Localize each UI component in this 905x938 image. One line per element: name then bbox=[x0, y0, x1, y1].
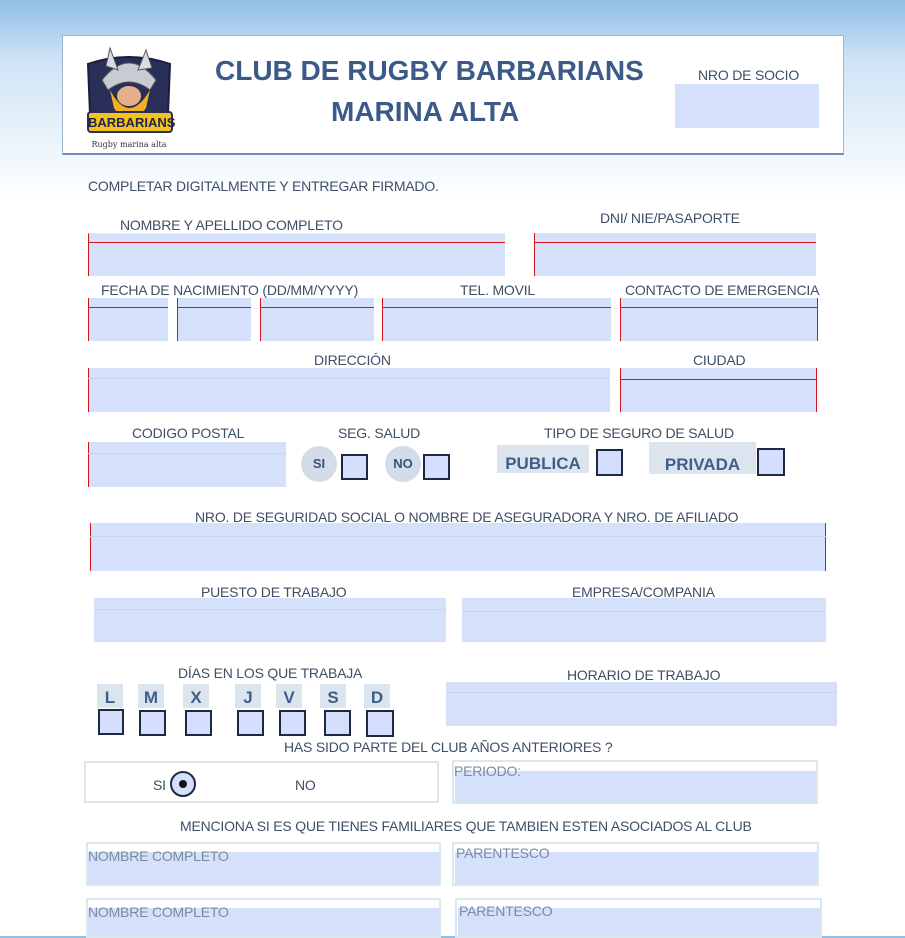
seg-salud-label: SEG. SALUD bbox=[338, 425, 421, 441]
empresa-label: EMPRESA/COMPANIA bbox=[572, 584, 715, 600]
contacto-label: CONTACTO DE EMERGENCIA bbox=[625, 282, 820, 298]
day-checkbox-v[interactable] bbox=[279, 710, 306, 736]
page-title-line1: CLUB DE RUGBY BARBARIANS bbox=[215, 55, 644, 86]
club-anterior-label: HAS SIDO PARTE DEL CLUB AÑOS ANTERIORES … bbox=[284, 739, 613, 755]
contacto-input[interactable] bbox=[620, 298, 818, 341]
tel-label: TEL. MOVIL bbox=[460, 282, 536, 298]
empresa-divider bbox=[462, 611, 826, 612]
day-checkbox-j[interactable] bbox=[237, 710, 264, 736]
tipo-seguro-label: TIPO DE SEGURO DE SALUD bbox=[544, 425, 734, 441]
fam1-nombre-caption: NOMBRE COMPLETO bbox=[88, 848, 229, 864]
day-label-m: M bbox=[138, 684, 164, 708]
club-si-radio[interactable] bbox=[170, 771, 196, 797]
instructions-text: COMPLETAR DIGITALMENTE Y ENTREGAR FIRMAD… bbox=[88, 178, 439, 194]
day-label-j: J bbox=[235, 684, 261, 708]
fecha-month-input[interactable] bbox=[177, 298, 251, 341]
day-checkbox-d[interactable] bbox=[366, 710, 394, 737]
contacto-red-line bbox=[620, 307, 818, 308]
fecha-year-input[interactable] bbox=[260, 298, 374, 341]
fam2-parentesco-caption: PARENTESCO bbox=[459, 903, 553, 919]
page-title-line2: MARINA ALTA bbox=[331, 96, 520, 127]
seg-no-checkbox[interactable] bbox=[423, 454, 450, 480]
horario-input[interactable] bbox=[446, 682, 837, 726]
club-si-label: SI bbox=[153, 777, 166, 793]
seg-no-badge: NO bbox=[385, 446, 421, 482]
dni-label: DNI/ NIE/PASAPORTE bbox=[600, 210, 740, 226]
ciudad-red-line bbox=[620, 379, 817, 380]
fecha-label: FECHA DE NACIMIENTO (DD/MM/YYYY) bbox=[101, 282, 359, 298]
seg-si-badge: SI bbox=[301, 446, 337, 482]
cp-label: CODIGO POSTAL bbox=[132, 425, 245, 441]
horario-divider bbox=[446, 692, 837, 693]
privada-tab: PRIVADA bbox=[649, 442, 756, 474]
dias-label: DÍAS EN LOS QUE TRABAJA bbox=[178, 665, 363, 681]
fam1-nombre-input[interactable] bbox=[88, 852, 439, 884]
fecha-month-red-line bbox=[177, 307, 251, 308]
club-si-radio-dot bbox=[179, 780, 187, 788]
publica-tab: PUBLICA bbox=[497, 445, 589, 473]
puesto-divider bbox=[94, 609, 446, 610]
day-label-v: V bbox=[276, 684, 302, 708]
nss-label: NRO. DE SEGURIDAD SOCIAL O NOMBRE DE ASE… bbox=[195, 509, 739, 525]
club-anterior-box bbox=[84, 761, 439, 803]
nombre-input[interactable] bbox=[88, 233, 505, 276]
fam2-nombre-input[interactable] bbox=[88, 908, 439, 936]
ciudad-input[interactable] bbox=[620, 368, 817, 412]
horario-label: HORARIO DE TRABAJO bbox=[567, 667, 721, 683]
direccion-input[interactable] bbox=[88, 368, 610, 412]
nombre-red-line bbox=[88, 242, 505, 243]
day-checkbox-x[interactable] bbox=[185, 710, 212, 736]
ciudad-label: CIUDAD bbox=[693, 352, 746, 368]
fam1-parentesco-caption: PARENTESCO bbox=[456, 845, 550, 861]
privada-checkbox[interactable] bbox=[757, 448, 785, 476]
day-checkbox-l[interactable] bbox=[98, 709, 124, 735]
logo-text: BARBARIANS bbox=[88, 115, 176, 130]
fam2-parentesco-input[interactable] bbox=[458, 908, 820, 936]
puesto-label: PUESTO DE TRABAJO bbox=[201, 584, 347, 600]
empresa-input[interactable] bbox=[462, 598, 826, 642]
socio-label: NRO DE SOCIO bbox=[698, 67, 800, 83]
tel-red-line bbox=[382, 307, 611, 308]
club-no-label: NO bbox=[295, 777, 316, 793]
tel-input[interactable] bbox=[382, 298, 611, 341]
periodo-label: PERIODO: bbox=[454, 763, 521, 779]
dni-input[interactable] bbox=[534, 233, 816, 276]
day-checkbox-s[interactable] bbox=[324, 710, 351, 736]
publica-checkbox[interactable] bbox=[596, 449, 623, 476]
fam1-parentesco-input[interactable] bbox=[455, 852, 817, 884]
nss-divider bbox=[90, 536, 826, 537]
cp-input[interactable] bbox=[88, 442, 286, 487]
familiares-label: MENCIONA SI ES QUE TIENES FAMILIARES QUE… bbox=[180, 818, 752, 834]
fecha-day-input[interactable] bbox=[88, 298, 168, 341]
direccion-divider bbox=[88, 378, 610, 379]
socio-input[interactable] bbox=[675, 84, 819, 128]
fam2-nombre-caption: NOMBRE COMPLETO bbox=[88, 904, 229, 920]
periodo-input[interactable] bbox=[455, 771, 816, 802]
cp-divider bbox=[88, 453, 286, 454]
logo-subtext: Rugby marina alta bbox=[91, 140, 167, 149]
day-checkbox-m[interactable] bbox=[139, 710, 166, 736]
direccion-label: DIRECCIÓN bbox=[314, 352, 391, 368]
seg-si-checkbox[interactable] bbox=[341, 454, 368, 480]
day-label-d: D bbox=[364, 684, 390, 708]
nss-input[interactable] bbox=[90, 523, 826, 571]
day-label-x: X bbox=[183, 684, 209, 708]
day-label-l: L bbox=[97, 684, 123, 708]
dni-red-line bbox=[534, 242, 816, 243]
puesto-input[interactable] bbox=[94, 598, 446, 642]
fecha-year-red-line bbox=[260, 307, 374, 308]
nombre-label: NOMBRE Y APELLIDO COMPLETO bbox=[120, 217, 343, 233]
club-logo-graphic bbox=[86, 46, 173, 133]
day-label-s: S bbox=[320, 684, 346, 708]
club-logo: BARBARIANS Rugby marina alta bbox=[80, 36, 178, 154]
fecha-day-red-line bbox=[88, 307, 168, 308]
